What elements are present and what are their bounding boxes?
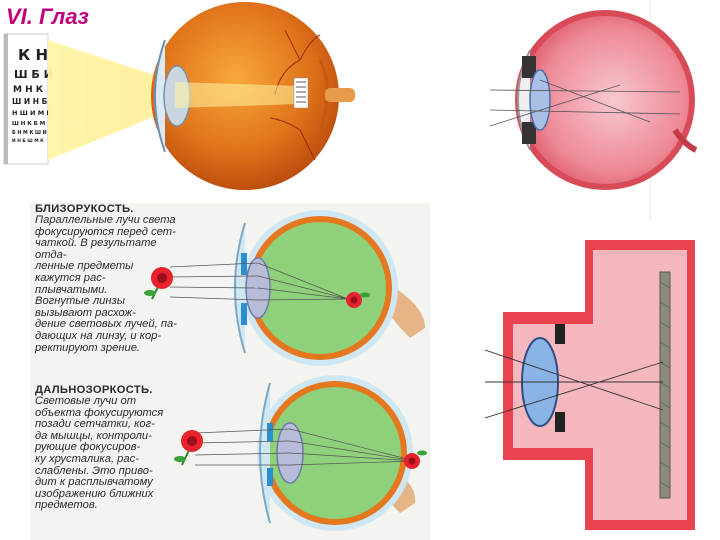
- eye-chart-row: И Н Б Ш М К: [12, 138, 44, 144]
- text-line: изображению ближних: [35, 487, 154, 500]
- text-line: объекта фокусируются: [35, 406, 164, 419]
- text-line: Световые лучи от: [35, 395, 137, 407]
- hyperopia-eye-diagram: [174, 375, 427, 531]
- light-ray: [539, 79, 651, 123]
- eyeball-cross-section: [151, 2, 355, 190]
- vision-defects-diagrams: [144, 210, 427, 531]
- text-line: дит к расплывчатому: [35, 476, 153, 489]
- text-line: ленные предметы: [35, 260, 134, 273]
- optic-nerve: [325, 88, 355, 102]
- lens: [529, 69, 551, 131]
- hyperopia-description: Световые лучи от объекта фокусируются по…: [35, 395, 183, 512]
- eye-chart: К Н Ш Б И М Н К Ш И Н Б Н Ш И М К Ш Н К …: [3, 33, 53, 165]
- eye-chart-row: Ш Н К Б М: [12, 121, 45, 127]
- text-line: предметов.: [35, 499, 98, 512]
- light-ray: [489, 89, 681, 93]
- camera-chamber: [593, 250, 687, 520]
- text-line: Параллельные лучи света: [35, 214, 176, 226]
- text-line: вызывают расхож-: [35, 306, 136, 319]
- slide-title: VI. Глаз: [6, 4, 89, 29]
- text-line: плывчатыми.: [35, 283, 108, 296]
- text-line: ку хрусталика, рас-: [35, 452, 139, 465]
- eye-chart-row: К Н: [18, 46, 48, 64]
- text-line: Вогнутые линзы: [35, 295, 125, 308]
- text-line: ректируют зрение.: [35, 341, 141, 354]
- optic-nerve: [672, 128, 698, 153]
- eye-chart-row: Н Ш И М К: [12, 109, 52, 117]
- flower-image-icon: [404, 450, 427, 469]
- myopia-heading: БЛИЗОРУКОСТЬ.: [35, 203, 134, 215]
- text-line: да мышцы, контроли-: [35, 429, 152, 442]
- flower-icon: [174, 430, 203, 466]
- camera-model-diagram: [485, 240, 695, 530]
- text-line: кажутся рас-: [35, 271, 106, 284]
- light-ray: [489, 84, 621, 127]
- eye-schematic-diagram: [489, 0, 698, 220]
- light-ray: [489, 109, 681, 115]
- text-line: дение световых лучей, па-: [35, 318, 177, 331]
- light-ray: [485, 349, 664, 411]
- eye-chart-row: Ш Б И: [14, 68, 53, 81]
- eye-anatomy-illustration: К Н Ш Б И М Н К Ш И Н Б Н Ш И М К Ш Н К …: [3, 2, 355, 190]
- text-line: дающих на линзу, и кор-: [35, 329, 162, 342]
- flower-image-icon: [346, 292, 370, 308]
- myopia-eye-diagram: [144, 210, 425, 366]
- eye-chart-row: М Н К: [13, 85, 44, 95]
- text-line: чаткой. В результате отда-: [35, 237, 157, 261]
- flower-icon: [144, 267, 173, 300]
- myopia-description: Параллельные лучи света фокусируются пер…: [35, 214, 185, 354]
- light-ray: [485, 361, 664, 419]
- eye-chart-row: Ш И Н Б: [12, 97, 48, 106]
- text-line: позади сетчатки, ког-: [35, 418, 155, 431]
- light-beam: [48, 40, 175, 160]
- text-line: фокусируются перед сет-: [35, 225, 176, 238]
- text-line: рующие фокусиров-: [35, 441, 141, 454]
- text-line: слаблены. Это приво-: [35, 464, 153, 477]
- eye-chart-row: Б Н М К Ш И: [12, 130, 47, 136]
- hyperopia-heading: ДАЛЬНОЗОРКОСТЬ.: [35, 384, 153, 396]
- retina-image: [293, 77, 309, 109]
